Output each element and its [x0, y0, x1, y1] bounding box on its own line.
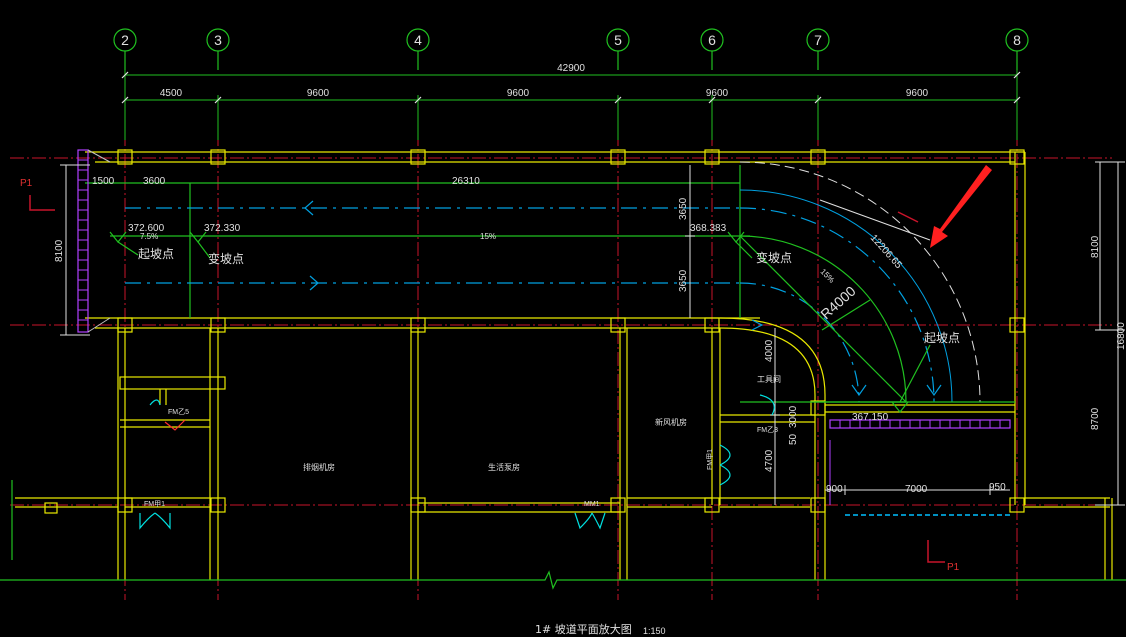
dim-500: 50 [788, 433, 799, 445]
dim-4000: 4000 [764, 339, 775, 362]
dim-8100-right: 8100 [1090, 235, 1101, 258]
dim-8100-left: 8100 [54, 239, 65, 262]
door-label: FM乙5 [168, 408, 189, 416]
axis-label: 3 [214, 32, 222, 48]
dim-12206: 12206.65 [868, 233, 904, 272]
room-water: 生活泵房 [488, 462, 520, 472]
dim-7000: 7000 [905, 484, 928, 495]
dim-950: 950 [989, 482, 1006, 493]
axis-label: 5 [614, 32, 622, 48]
walls [15, 151, 1113, 580]
dim-1500: 1500 [92, 176, 115, 187]
dim-span: 9600 [906, 88, 929, 99]
radius-label: R4000 [817, 283, 859, 323]
ground-line [0, 480, 1126, 590]
dim-900: 900 [826, 484, 843, 495]
slope-2: 15% [480, 232, 496, 241]
axis-bubbles: 2 3 4 5 6 7 8 [113, 28, 1029, 70]
elevation-3: 368.383 [690, 223, 727, 234]
dim-3000: 3000 [788, 405, 799, 428]
elevation-1: 372.600 [128, 223, 165, 234]
door-label: FM甲1 [706, 449, 714, 470]
room-fresh-air: 新风机房 [655, 417, 687, 427]
room-tool: 工具间 [757, 375, 781, 384]
door-label: FM甲1 [144, 500, 165, 508]
door-label: FM乙3 [757, 426, 778, 434]
dim-3650-b: 3650 [678, 269, 689, 292]
start-point-left: 起坡点 [138, 247, 174, 261]
dim-8700: 8700 [1090, 407, 1101, 430]
drawing-title: 1# 坡道平面放大图 1:150 [535, 622, 666, 636]
slope-1: 7.5% [140, 232, 158, 241]
ramp-lanes [77, 149, 1011, 516]
title-main: 1# 坡道平面放大图 [535, 622, 632, 636]
slope-3: 15% [819, 267, 837, 285]
section-p1-right: P1 [947, 562, 960, 573]
dim-16800: 16800 [1116, 322, 1126, 350]
change-point-left: 变坡点 [208, 251, 244, 266]
axis-label: 2 [121, 32, 129, 48]
elevation-markers [109, 231, 931, 413]
axis-label: 4 [414, 32, 422, 48]
dim-26310: 26310 [452, 176, 480, 187]
elevation-4: 367.150 [852, 412, 889, 423]
side-dimensions [60, 161, 1125, 506]
section-marks [29, 195, 945, 563]
change-point-right: 变坡点 [756, 250, 792, 265]
top-dimensions: 42900 4500 9600 9600 9600 9600 [121, 63, 1021, 140]
section-p1-left: P1 [20, 178, 33, 189]
dim-span: 9600 [706, 88, 729, 99]
axis-label: 6 [708, 32, 716, 48]
elevation-2: 372.330 [204, 223, 241, 234]
axis-label: 7 [814, 32, 822, 48]
start-point-right: 起坡点 [924, 331, 960, 345]
dim-span: 9600 [507, 88, 530, 99]
dim-span: 9600 [307, 88, 330, 99]
dim-3600: 3600 [143, 176, 166, 187]
drain-grate-left [77, 149, 89, 333]
dim-4700: 4700 [764, 449, 775, 472]
title-scale: 1:150 [643, 626, 666, 636]
door-label: MM1 [584, 501, 600, 508]
doors [139, 394, 775, 530]
curved-ramp [739, 161, 1015, 403]
axis-label: 8 [1013, 32, 1021, 48]
dim-3650-a: 3650 [678, 197, 689, 220]
room-smoke: 排烟机房 [303, 462, 335, 472]
dim-span: 4500 [160, 88, 183, 99]
dim-overall: 42900 [557, 63, 585, 74]
annotation-arrow [930, 165, 992, 248]
columns [44, 149, 1025, 514]
